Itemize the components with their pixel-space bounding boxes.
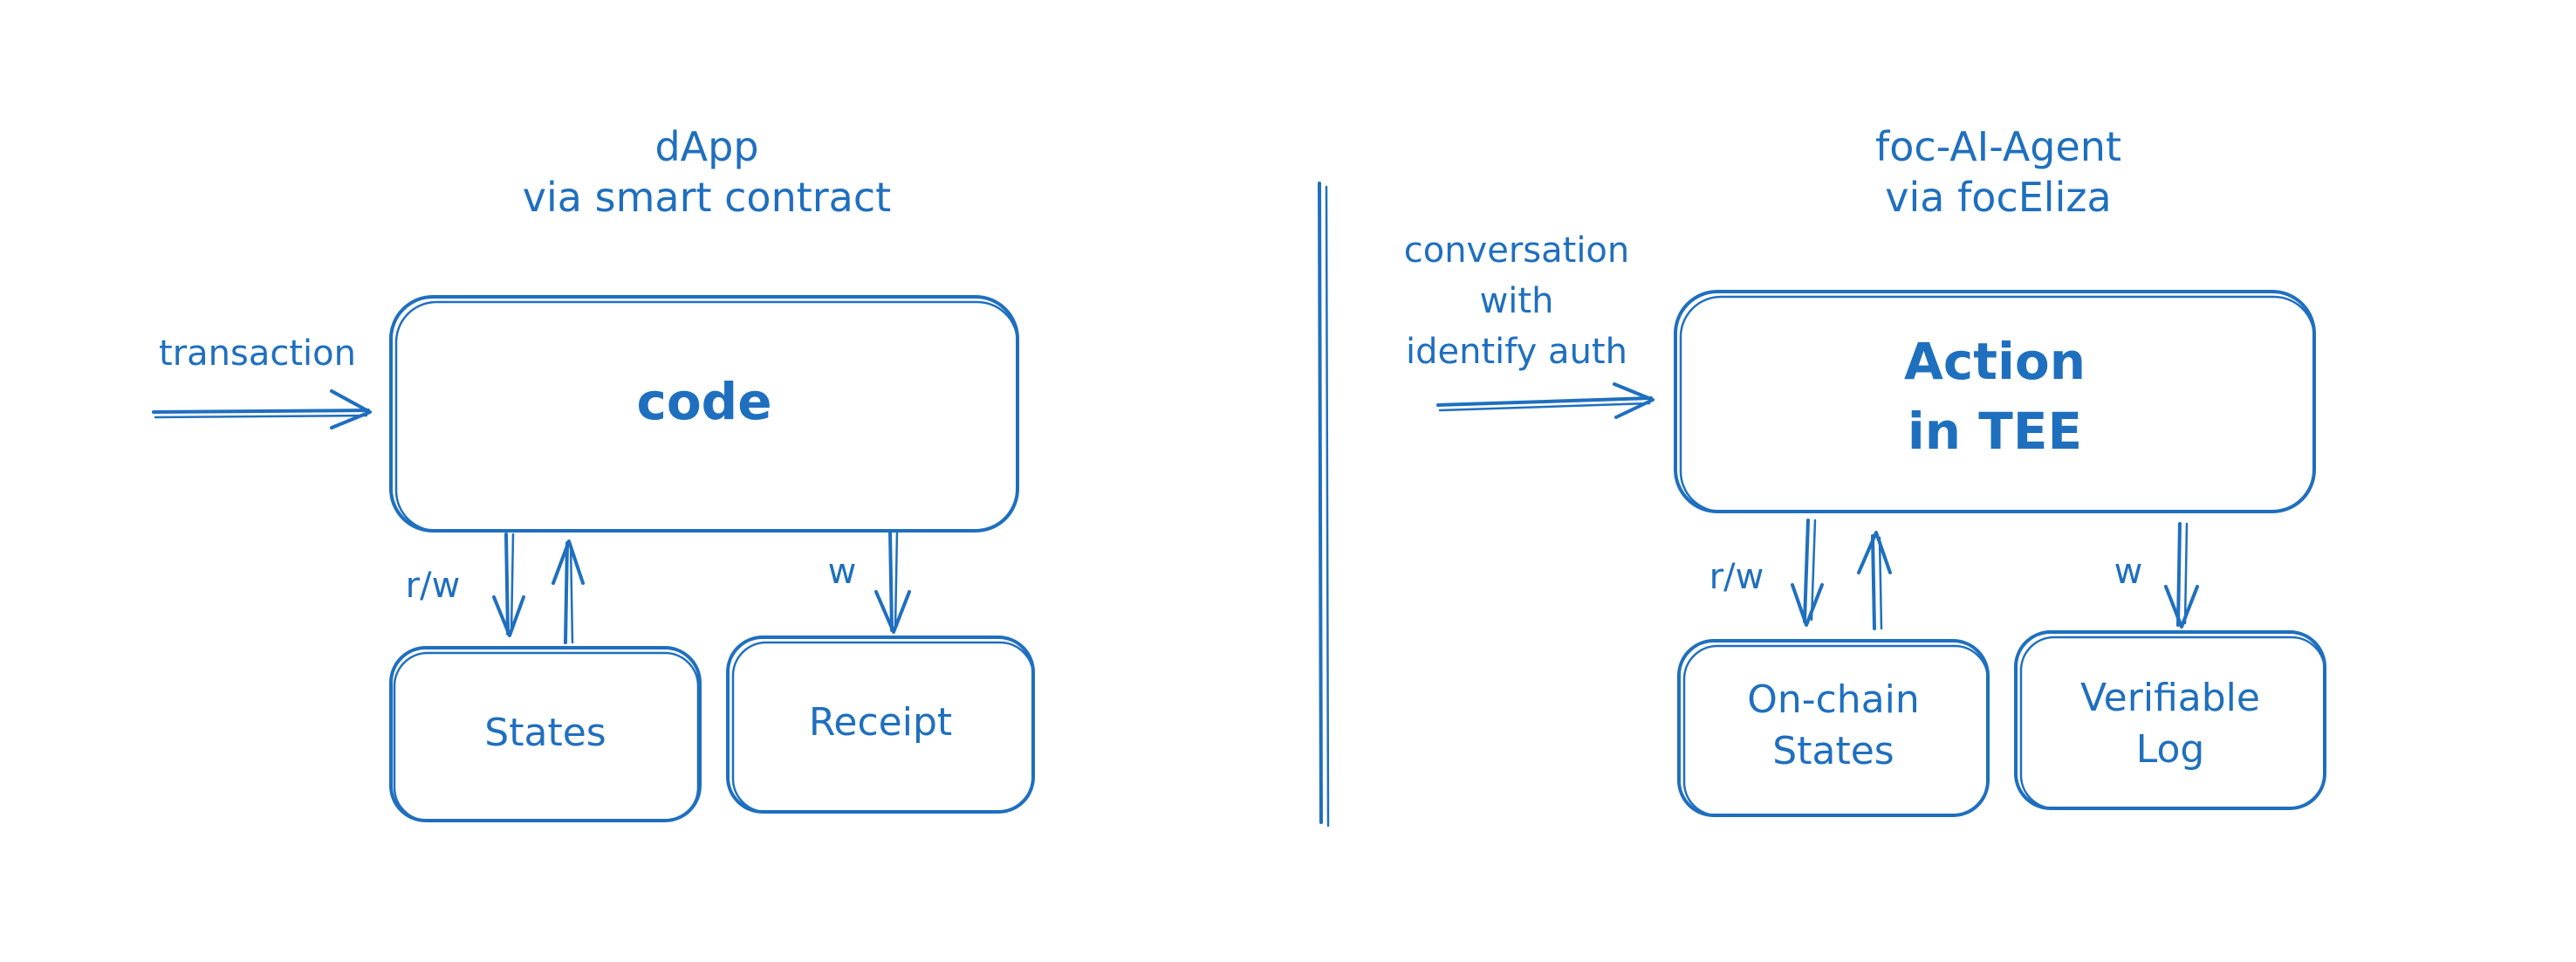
w-label-right: w <box>2114 552 2143 592</box>
divider-line <box>1318 182 1330 828</box>
left-title-line-2: via smart contract <box>522 173 892 221</box>
verifiable-log-label-line-2: Log <box>2135 727 2205 773</box>
left-title: dApp via smart contract <box>471 122 942 223</box>
w-down-arrow-right <box>2164 522 2199 629</box>
conversation-label: conversation with identify auth <box>1386 225 1648 377</box>
conversation-arrow <box>1436 382 1655 419</box>
onchain-states-label-line-2: States <box>1772 729 1894 774</box>
code-label: code <box>636 372 772 431</box>
w-down-arrow <box>874 529 911 634</box>
transaction-arrow <box>152 389 372 429</box>
onchain-states-label: On-chain States <box>1679 674 1988 778</box>
action-label-line-2: in TEE <box>1907 402 2083 462</box>
rw-down-arrow <box>492 533 525 637</box>
right-title-line-1: foc-AI-Agent <box>1875 123 2121 170</box>
conversation-label-line-2: with <box>1479 281 1554 321</box>
receipt-box <box>726 636 1035 814</box>
verifiable-log-label: Verifiable Log <box>2016 672 2325 776</box>
states-label: States <box>484 711 606 755</box>
receipt-label: Receipt <box>808 700 953 745</box>
left-title-line-1: dApp <box>654 123 759 170</box>
right-title: foc-AI-Agent via focEliza <box>1754 122 2243 223</box>
verifiable-log-label-line-1: Verifiable <box>2080 676 2260 720</box>
right-title-line-2: via focEliza <box>1885 173 2112 221</box>
code-box <box>389 295 1019 533</box>
rw-down-arrow-right <box>1791 519 1824 627</box>
rw-label-right: r/w <box>1709 557 1764 597</box>
action-box <box>1674 290 2316 513</box>
conversation-label-line-1: conversation <box>1403 230 1630 271</box>
action-label: Action in TEE <box>1675 326 2314 466</box>
w-label: w <box>827 552 857 592</box>
rw-up-arrow-right <box>1857 531 1892 630</box>
rw-up-arrow <box>552 539 585 644</box>
states-box <box>389 646 702 822</box>
action-label-line-1: Action <box>1903 332 2086 391</box>
onchain-states-label-line-1: On-chain <box>1747 677 1920 722</box>
rw-label: r/w <box>405 566 461 606</box>
conversation-label-line-3: identify auth <box>1406 332 1627 372</box>
transaction-label: transaction <box>159 333 356 374</box>
verifiable-log-box <box>2014 630 2326 810</box>
onchain-states-box <box>1677 639 1990 817</box>
